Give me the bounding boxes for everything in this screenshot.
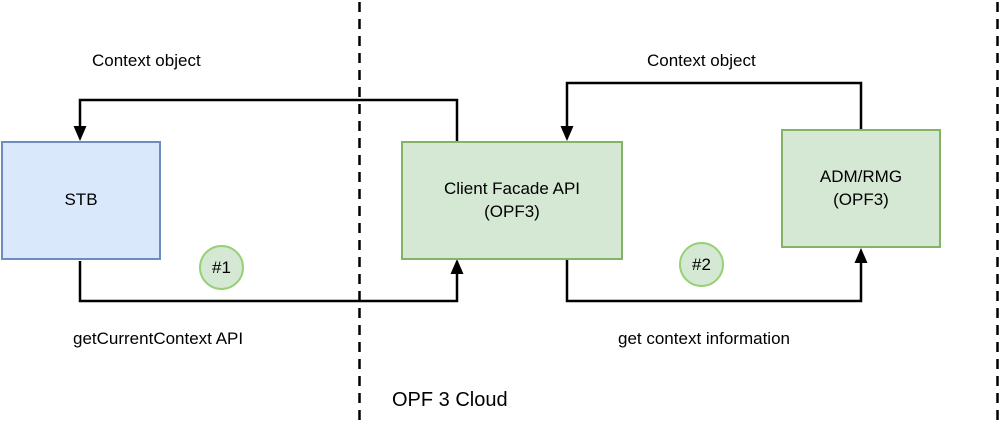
edge-get-context-information [565, 260, 863, 303]
edge-label-context-object-1: Context object [92, 51, 201, 70]
arrowhead-into-client-facade-top-icon [560, 126, 574, 141]
node-adm-rmg: ADM/RMG (OPF3) [781, 129, 941, 248]
edge-label-get-context-information: get context information [618, 329, 790, 348]
node-adm-rmg-label: ADM/RMG [819, 167, 903, 187]
node-stb-label: STB [64, 190, 98, 210]
edge-context-object-1 [78, 98, 459, 141]
step-badge-2: #2 [679, 242, 724, 287]
node-client-facade-label: Client Facade API [443, 179, 581, 199]
node-stb: STB [1, 141, 161, 260]
arrowhead-into-client-facade-bottom-icon [450, 259, 464, 274]
edge-label-context-object-2: Context object [647, 51, 756, 70]
arrowhead-into-stb-icon [73, 126, 87, 141]
step-badge-1-label: #1 [212, 257, 231, 277]
arrowhead-into-adm-rmg-icon [854, 248, 868, 263]
node-adm-rmg-sublabel: (OPF3) [833, 189, 889, 209]
zone-label-opf3-cloud: OPF 3 Cloud [392, 389, 508, 411]
edge-context-object-2 [565, 81, 863, 129]
edge-label-get-current-context: getCurrentContext API [73, 329, 244, 348]
node-client-facade-sublabel: (OPF3) [484, 201, 540, 221]
step-badge-1: #1 [199, 245, 244, 290]
edge-get-current-context [78, 261, 459, 303]
node-client-facade-api: Client Facade API (OPF3) [401, 141, 623, 260]
step-badge-2-label: #2 [692, 254, 711, 274]
